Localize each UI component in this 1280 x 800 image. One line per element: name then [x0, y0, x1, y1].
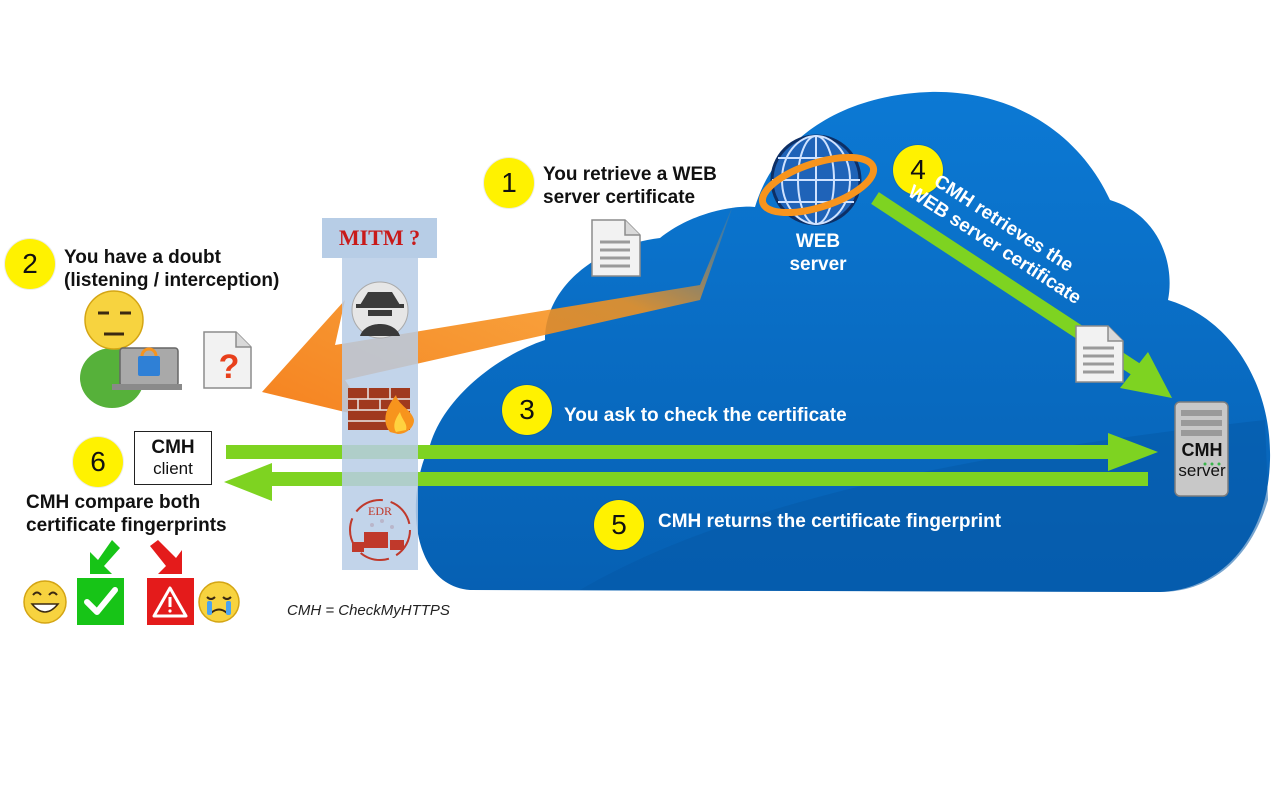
step-3-badge: 3	[502, 385, 552, 435]
web-server-label: WEB server	[785, 230, 851, 276]
step-2-badge: 2	[5, 239, 55, 289]
step-1-text: You retrieve a WEB server certificate	[543, 163, 717, 209]
mitm-column	[342, 258, 418, 570]
crying-face-icon	[198, 581, 240, 623]
step-5-text: CMH returns the certificate fingerprint	[658, 511, 1002, 532]
globe-icon	[758, 134, 878, 226]
cmh-client-line-1: CMH	[151, 437, 195, 458]
cmh-server-label: CMH server	[1174, 440, 1230, 481]
step-2-line-1: You have a doubt	[64, 247, 221, 268]
cmh-server-line-1: CMH	[1181, 440, 1223, 460]
document-icon-step1	[591, 219, 641, 277]
green-arrow-step3	[226, 433, 1158, 471]
green-down-arrow-icon	[90, 540, 120, 574]
step-6-badge: 6	[73, 437, 123, 487]
green-arrow-step5	[224, 463, 1148, 501]
document-icon-step4	[1075, 325, 1124, 383]
step-6-text: CMH compare both certificate fingerprint…	[26, 491, 227, 537]
step-1-badge: 1	[484, 158, 534, 208]
red-down-arrow-icon	[150, 540, 182, 574]
footnote: CMH = CheckMyHTTPS	[287, 602, 450, 619]
step-1-line-2: server certificate	[543, 187, 696, 208]
cmh-client-line-2: client	[153, 459, 193, 478]
cmh-server-line-2: server	[1178, 461, 1226, 480]
svg-text:?: ?	[219, 348, 240, 386]
warning-icon	[147, 578, 194, 625]
cmh-client-box: CMH client	[134, 431, 212, 485]
user-avatar-icon	[80, 290, 182, 408]
document-question-icon: ?	[203, 331, 252, 389]
step-4-badge: 4	[893, 145, 943, 195]
web-server-line-1: WEB	[795, 231, 841, 252]
step-3-text: You ask to check the certificate	[564, 405, 847, 426]
step-6-line-2: certificate fingerprints	[26, 515, 227, 536]
web-server-line-2: server	[789, 254, 847, 275]
step-5-badge: 5	[594, 500, 644, 550]
edr-label: EDR	[368, 504, 392, 518]
cloud	[415, 91, 1271, 592]
step-2-text: You have a doubt (listening / intercepti…	[64, 246, 279, 292]
server-icon	[1174, 401, 1229, 497]
step-6-line-1: CMH compare both	[26, 492, 201, 513]
step-2-line-2: (listening / interception)	[64, 270, 280, 291]
happy-face-icon	[23, 580, 67, 624]
mitm-label: MITM ?	[322, 218, 437, 258]
check-icon	[77, 578, 124, 625]
step-1-line-1: You retrieve a WEB	[543, 164, 717, 185]
